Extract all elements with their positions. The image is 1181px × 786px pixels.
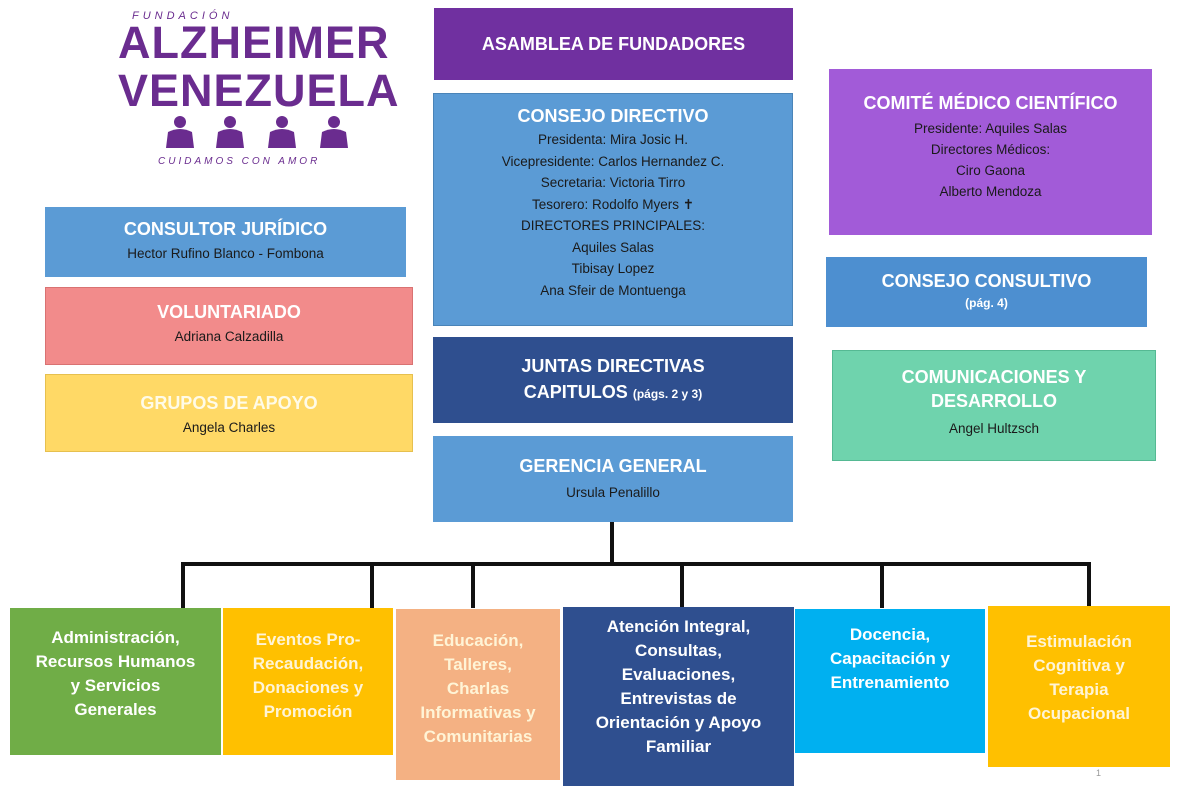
comunicaciones-title-2: DESARROLLO bbox=[931, 391, 1057, 411]
dept-line: Cognitiva y bbox=[1033, 656, 1125, 675]
dept-educacion-box: Educación, Talleres, Charlas Informativa… bbox=[396, 609, 560, 780]
connector-trunk bbox=[610, 522, 614, 564]
dept-line: Talleres, bbox=[444, 655, 512, 674]
dept-line: Eventos Pro- bbox=[255, 630, 361, 649]
consejo-member: Tesorero: Rodolfo Myers ✝ bbox=[531, 196, 695, 212]
dept-line: Generales bbox=[74, 700, 157, 719]
gerencia-name: Ursula Penalillo bbox=[566, 485, 660, 500]
dept-line: Informativas y bbox=[420, 703, 536, 722]
dept-line: Docencia, bbox=[849, 625, 931, 644]
comunicaciones-name: Angel Hultzsch bbox=[948, 421, 1040, 436]
dept-line: y Servicios bbox=[70, 676, 161, 695]
comite-line: Alberto Mendoza bbox=[939, 184, 1042, 199]
dept-line: Orientación y Apoyo bbox=[595, 713, 762, 732]
juntas-title-2: CAPITULOS bbox=[523, 382, 628, 402]
dept-line: Donaciones y bbox=[252, 678, 364, 697]
dept-estimulacion-box: Estimulación Cognitiva y Terapia Ocupaci… bbox=[988, 606, 1170, 767]
consultivo-pages: (pág. 4) bbox=[965, 296, 1008, 310]
comite-line: Ciro Gaona bbox=[955, 163, 1026, 178]
foundation-logo: FUNDACIÓN ALZHEIMER VENEZUELA CUIDAMOS C… bbox=[110, 6, 399, 176]
voluntariado-name: Adriana Calzadilla bbox=[174, 329, 284, 344]
dept-line: Atención Integral, bbox=[606, 617, 751, 636]
consultivo-title: CONSEJO CONSULTIVO bbox=[881, 271, 1092, 291]
dept-line: Entrevistas de bbox=[620, 689, 737, 708]
comite-line: Presidente: Aquiles Salas bbox=[913, 121, 1068, 136]
consejo-member: Aquiles Salas bbox=[572, 239, 654, 255]
comunicaciones-title-1: COMUNICACIONES Y bbox=[901, 367, 1087, 387]
grupos-name: Angela Charles bbox=[182, 420, 276, 435]
voluntariado-box: VOLUNTARIADO Adriana Calzadilla bbox=[45, 287, 413, 365]
comunicaciones-box: COMUNICACIONES Y DESARROLLO Angel Hultzs… bbox=[832, 350, 1156, 461]
consultor-title: CONSULTOR JURÍDICO bbox=[123, 219, 328, 239]
consejo-directivo-box: CONSEJO DIRECTIVO Presidenta: Mira Josic… bbox=[433, 93, 793, 326]
dept-line: Administración, bbox=[51, 628, 180, 647]
consejo-directivo-title: CONSEJO DIRECTIVO bbox=[517, 106, 709, 126]
dept-administracion-box: Administración, Recursos Humanos y Servi… bbox=[10, 608, 221, 755]
juntas-subtitle: CAPITULOS (págs. 2 y 3) bbox=[433, 379, 793, 407]
juntas-directivas-box: JUNTAS DIRECTIVAS CAPITULOS (págs. 2 y 3… bbox=[433, 337, 793, 423]
consejo-member: Vicepresidente: Carlos Hernandez C. bbox=[501, 153, 725, 169]
logo-line-1: ALZHEIMER bbox=[118, 17, 390, 68]
page-number: 1 bbox=[1096, 768, 1102, 778]
dept-eventos-box: Eventos Pro- Recaudación, Donaciones y P… bbox=[223, 608, 393, 755]
grupos-title: GRUPOS DE APOYO bbox=[140, 393, 318, 413]
dept-line: Familiar bbox=[645, 737, 712, 756]
dept-docencia-box: Docencia, Capacitación y Entrenamiento bbox=[795, 609, 985, 753]
dept-line: Entrenamiento bbox=[830, 673, 950, 692]
connector-bar bbox=[181, 562, 1091, 566]
consejo-member: Secretaria: Victoria Tirro bbox=[540, 175, 686, 190]
dept-line: Comunitarias bbox=[423, 727, 533, 746]
comite-medico-box: COMITÉ MÉDICO CIENTÍFICO Presidente: Aqu… bbox=[829, 69, 1152, 235]
logo-motto: CUIDAMOS CON AMOR bbox=[158, 156, 321, 167]
dept-atencion-box: Atención Integral, Consultas, Evaluacion… bbox=[563, 607, 794, 786]
comite-title: COMITÉ MÉDICO CIENTÍFICO bbox=[863, 93, 1118, 113]
logo-line-2: VENEZUELA bbox=[118, 65, 400, 116]
dept-line: Recursos Humanos bbox=[35, 652, 196, 671]
logo-top-text: FUNDACIÓN bbox=[132, 10, 234, 22]
dept-line: Recaudación, bbox=[252, 654, 364, 673]
juntas-pages: (págs. 2 y 3) bbox=[632, 387, 703, 401]
voluntariado-title: VOLUNTARIADO bbox=[157, 302, 301, 322]
dept-line: Evaluaciones, bbox=[621, 665, 736, 684]
dept-line: Estimulación bbox=[1026, 632, 1132, 651]
dept-line: Consultas, bbox=[635, 641, 722, 660]
juntas-title: JUNTAS DIRECTIVAS bbox=[521, 356, 705, 376]
asamblea-box: ASAMBLEA DE FUNDADORES bbox=[434, 8, 793, 80]
gerencia-title: GERENCIA GENERAL bbox=[519, 456, 707, 476]
comite-line: Directores Médicos: bbox=[930, 142, 1051, 157]
dept-line: Educación, bbox=[432, 631, 524, 650]
dept-line: Promoción bbox=[263, 702, 353, 721]
connector-drop-5 bbox=[880, 562, 884, 608]
consejo-member: Presidenta: Mira Josic H. bbox=[537, 132, 689, 147]
asamblea-title: ASAMBLEA DE FUNDADORES bbox=[481, 34, 746, 54]
dept-line: Terapia bbox=[1049, 680, 1109, 699]
connector-drop-3 bbox=[471, 562, 475, 608]
connector-drop-1 bbox=[181, 562, 185, 608]
people-icon bbox=[166, 116, 348, 148]
dept-line: Ocupacional bbox=[1027, 704, 1131, 723]
gerencia-general-box: GERENCIA GENERAL Ursula Penalillo bbox=[433, 436, 793, 522]
consejo-member: DIRECTORES PRINCIPALES: bbox=[520, 218, 706, 233]
dept-line: Charlas bbox=[446, 679, 510, 698]
grupos-apoyo-box: GRUPOS DE APOYO Angela Charles bbox=[45, 374, 413, 452]
connector-drop-2 bbox=[370, 562, 374, 608]
connector-drop-6 bbox=[1087, 562, 1091, 608]
dept-line: Capacitación y bbox=[830, 649, 950, 668]
consultor-juridico-box: CONSULTOR JURÍDICO Hector Rufino Blanco … bbox=[45, 207, 406, 277]
consultor-name: Hector Rufino Blanco - Fombona bbox=[127, 246, 324, 261]
connector-drop-4 bbox=[680, 562, 684, 608]
consejo-consultivo-box: CONSEJO CONSULTIVO (pág. 4) bbox=[826, 257, 1147, 327]
consejo-member: Ana Sfeir de Montuenga bbox=[540, 282, 686, 298]
consejo-member: Tibisay Lopez bbox=[571, 261, 655, 276]
